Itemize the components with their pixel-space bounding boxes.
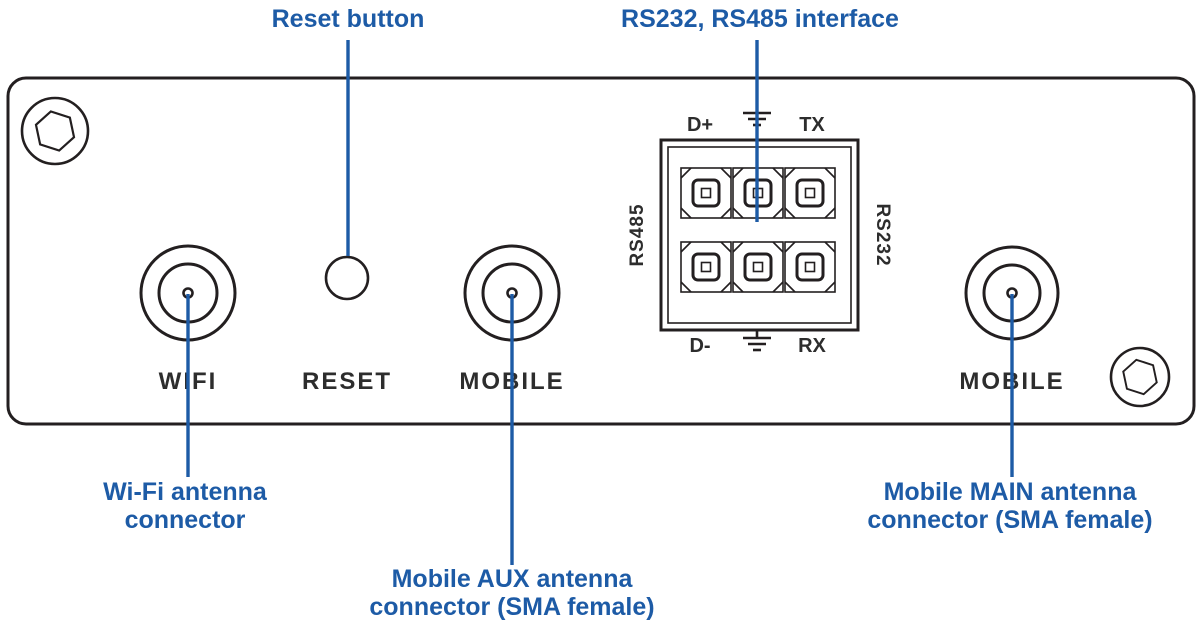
svg-text:connector (SMA female): connector (SMA female): [867, 506, 1152, 534]
pin-label-d-plus: D+: [687, 114, 713, 136]
svg-text:Wi-Fi antenna: Wi-Fi antenna: [103, 478, 268, 506]
hex-screw-icon: [29, 107, 81, 155]
terminal-outer-frame: [659, 138, 860, 332]
side-label-rs232: RS232: [872, 203, 893, 266]
callout-wifi-antenna: Wi-Fi antenna connector: [103, 478, 268, 534]
port-label-reset: RESET: [302, 368, 392, 395]
pin-label-tx: TX: [799, 114, 825, 136]
terminal-pin: [679, 166, 733, 220]
terminal-block: D+ TX D- RX RS485 RS232: [627, 102, 893, 357]
callout-reset-button: Reset button: [272, 5, 425, 33]
terminal-pin: [731, 240, 785, 294]
callout-mobile-aux-antenna: Mobile AUX antenna connector (SMA female…: [369, 565, 654, 621]
terminal-inner-frame: [667, 146, 852, 324]
screw-bottom-right: [1109, 346, 1171, 408]
terminal-pin: [783, 166, 837, 220]
callout-serial-interface: RS232, RS485 interface: [621, 5, 899, 33]
pin-label-d-minus: D-: [689, 335, 710, 357]
screw-ring: [1109, 346, 1171, 408]
device-panel: [6, 76, 1196, 426]
terminal-pin: [783, 240, 837, 294]
side-label-rs485: RS485: [627, 203, 648, 266]
screw-ring: [20, 96, 90, 166]
hex-screw-icon: [1117, 356, 1163, 398]
pin-label-rx: RX: [798, 335, 826, 357]
terminal-pin: [679, 240, 733, 294]
svg-text:connector (SMA female): connector (SMA female): [369, 593, 654, 621]
svg-text:Mobile AUX antenna: Mobile AUX antenna: [392, 565, 634, 593]
svg-text:Mobile MAIN antenna: Mobile MAIN antenna: [884, 478, 1138, 506]
svg-text:connector: connector: [125, 506, 246, 534]
reset-button: [324, 255, 370, 301]
ground-icon: [741, 327, 773, 352]
screw-top-left: [20, 96, 90, 166]
callout-mobile-main-antenna: Mobile MAIN antenna connector (SMA femal…: [867, 478, 1152, 534]
